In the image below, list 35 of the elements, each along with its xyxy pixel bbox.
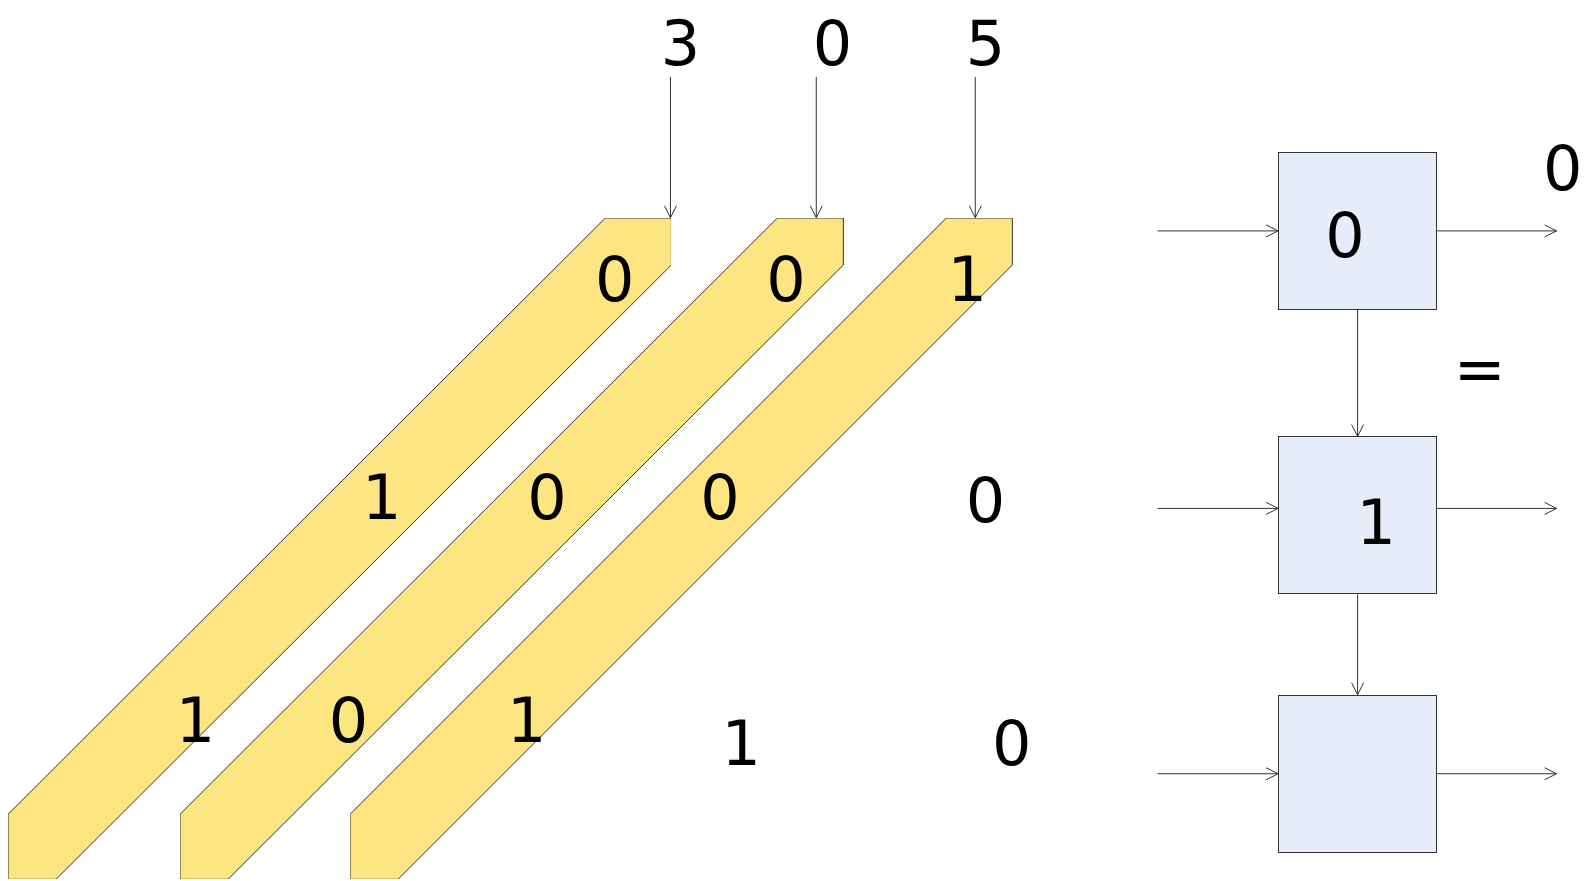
output-digit: = xyxy=(1453,338,1506,401)
process-box xyxy=(1278,151,1438,310)
digit: 0 xyxy=(527,467,567,530)
arrow xyxy=(1157,224,1279,238)
slanted-band xyxy=(180,217,844,880)
digit: 1 xyxy=(947,248,987,311)
digit: 1 xyxy=(1356,491,1397,554)
arrow xyxy=(1436,767,1558,781)
output-digit: 1 xyxy=(721,713,762,776)
arrow xyxy=(968,76,982,219)
arrow xyxy=(1436,501,1558,515)
arrow xyxy=(809,76,823,219)
digit: 0 xyxy=(595,248,635,311)
input-number: 0 xyxy=(812,10,853,77)
input-number: 5 xyxy=(965,10,1006,77)
output-digit: 0 xyxy=(992,713,1032,776)
input-number: 3 xyxy=(660,10,701,77)
arrow xyxy=(1157,767,1279,781)
digit: 0 xyxy=(766,248,806,311)
process-box xyxy=(1278,436,1438,595)
digit: 0 xyxy=(700,467,740,530)
arrow xyxy=(663,76,677,219)
arrow xyxy=(1351,309,1365,437)
digit: 0 xyxy=(1325,204,1365,267)
digit: 1 xyxy=(362,467,402,530)
process-box xyxy=(1278,694,1438,853)
arrow xyxy=(1157,501,1279,515)
output-digit: 0 xyxy=(965,470,1006,533)
digit: 1 xyxy=(506,690,547,753)
slanted-band xyxy=(8,217,672,880)
digit: 1 xyxy=(175,690,216,753)
output-digit: 0 xyxy=(1542,138,1583,201)
digit: 0 xyxy=(328,690,369,753)
arrow xyxy=(1351,594,1365,696)
arrow xyxy=(1436,224,1558,238)
